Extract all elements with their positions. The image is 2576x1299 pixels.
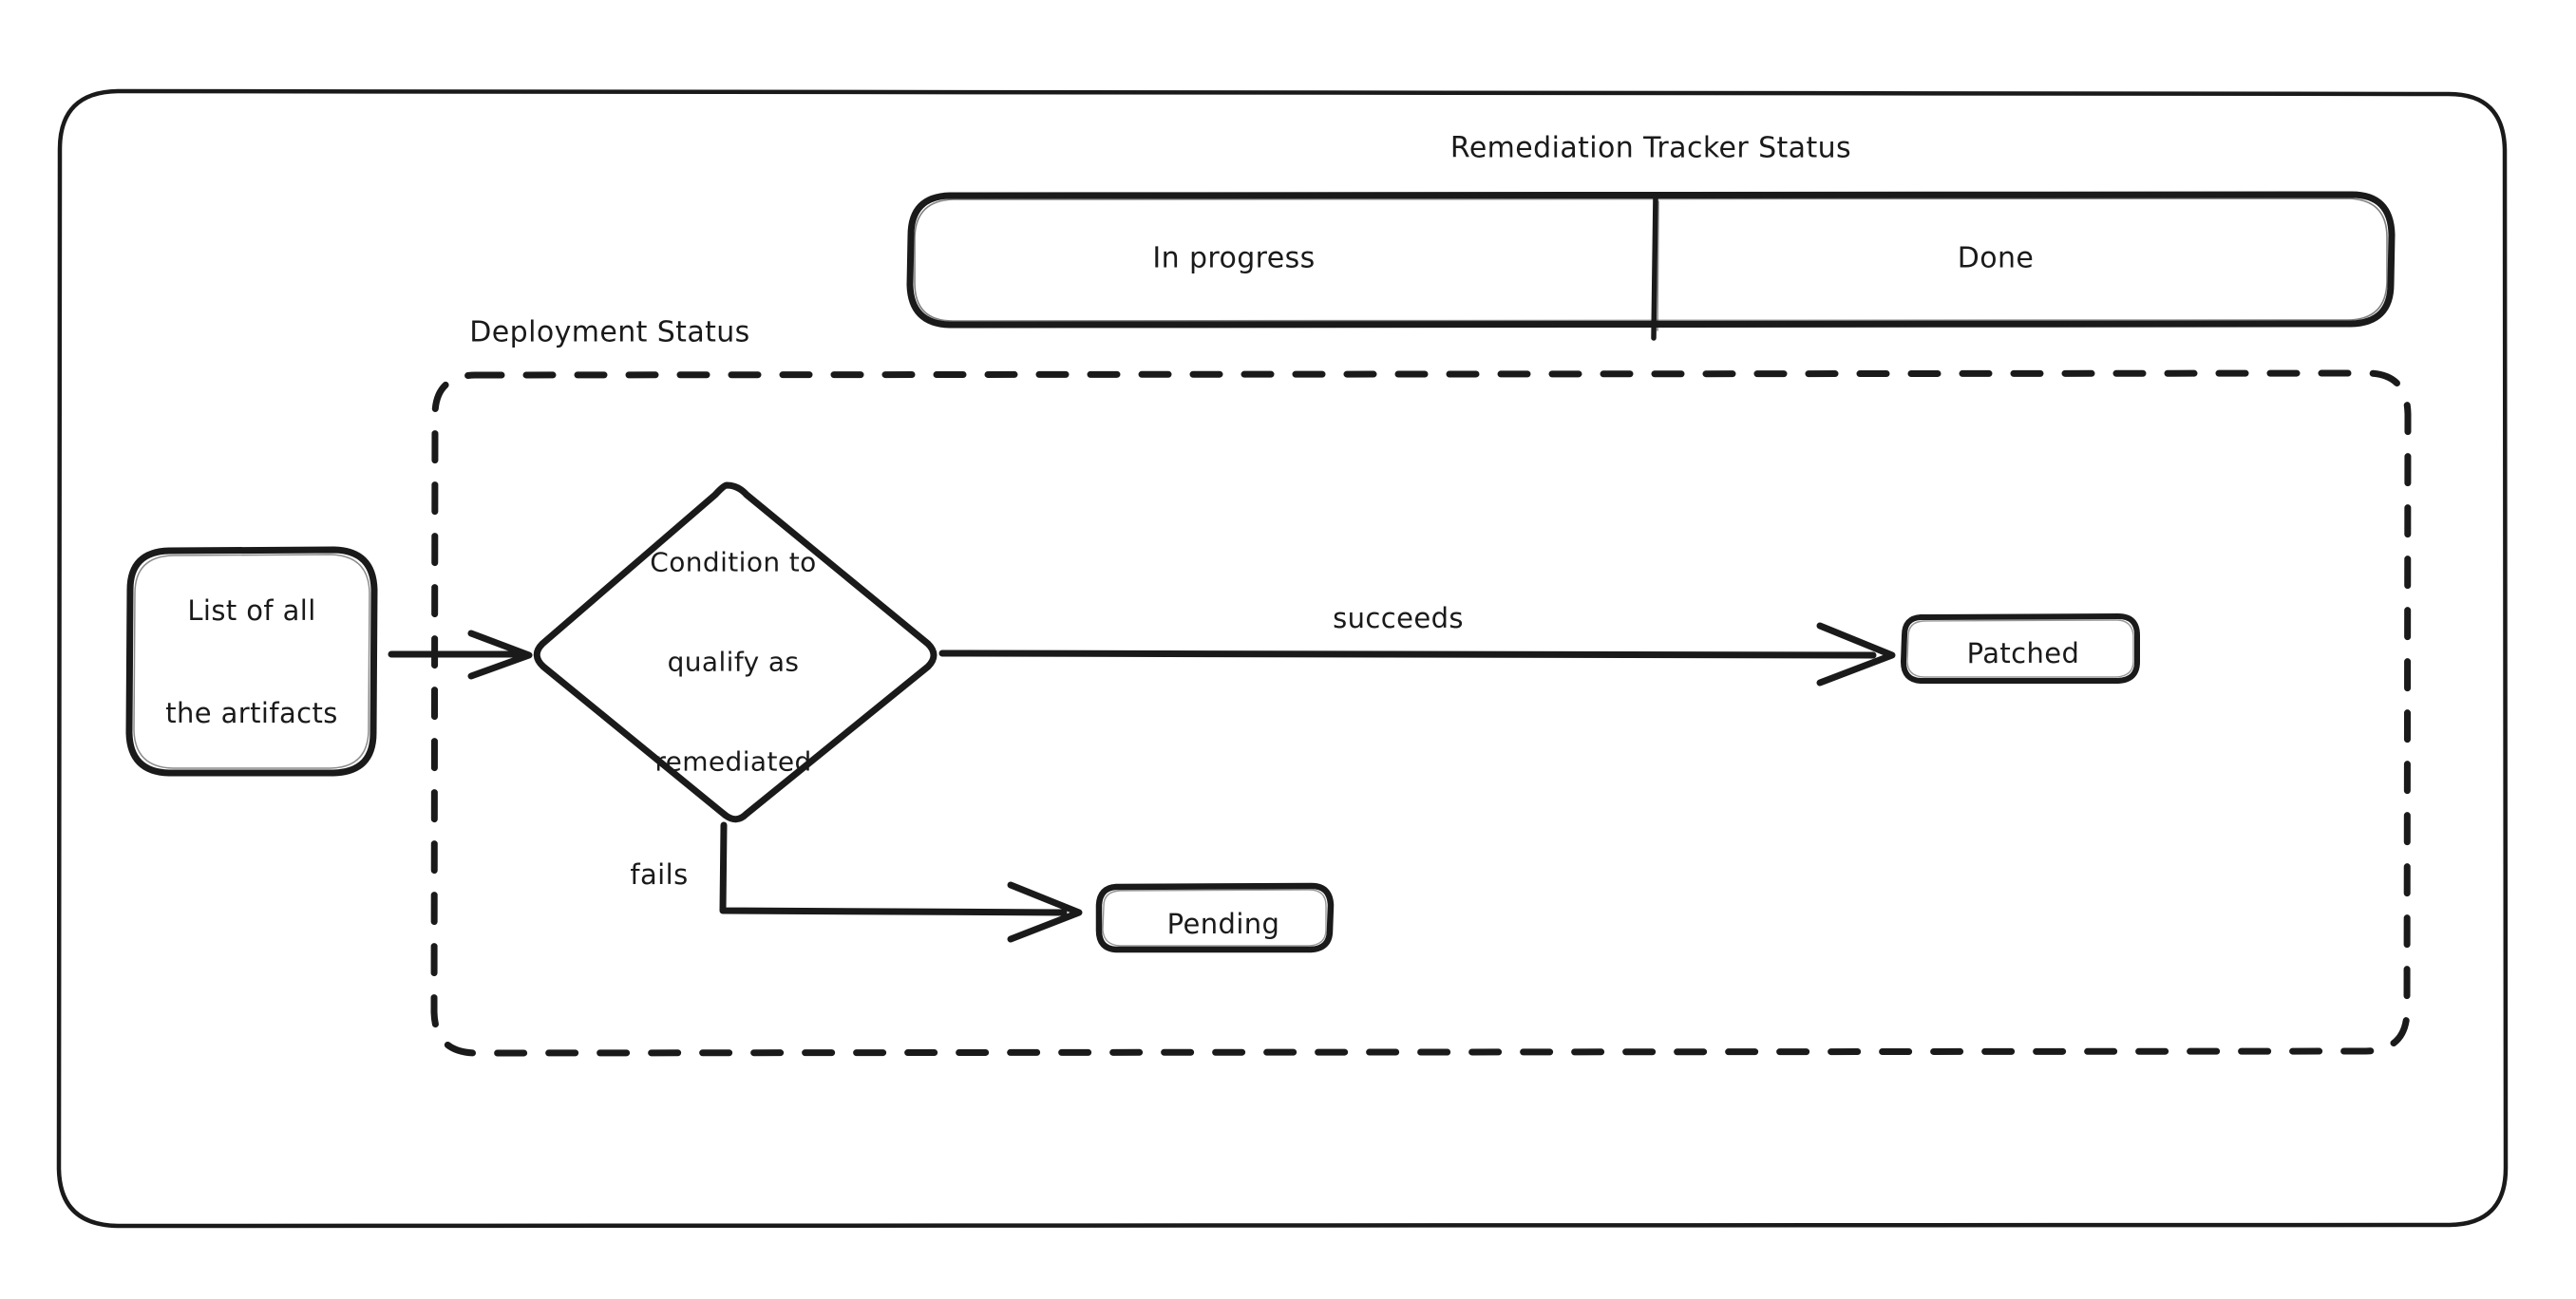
node-condition-label-line1: Condition to <box>650 546 817 578</box>
edge-label-fails: fails <box>630 857 689 891</box>
node-condition-label[interactable]: Condition to qualify as remediated <box>610 480 857 845</box>
swimlane-title: Remediation Tracker Status <box>1449 131 1852 165</box>
edge-label-succeeds: succeeds <box>1333 601 1464 634</box>
node-artifacts-label-line2: the artifacts <box>165 697 338 730</box>
swimlane-container <box>906 191 2396 329</box>
node-condition-shape <box>533 481 938 823</box>
node-patched-shape <box>1901 613 2140 684</box>
edge-artifacts-to-condition <box>388 630 533 680</box>
node-condition-label-line3: remediated <box>654 745 812 778</box>
node-artifacts-label[interactable]: List of all the artifacts <box>138 524 366 800</box>
node-artifacts-label-line1: List of all <box>187 593 316 627</box>
outer-frame <box>56 88 2509 1229</box>
swimlane-lane-in-progress[interactable]: In progress <box>1152 241 1316 275</box>
swimlane-divider <box>1651 193 1659 341</box>
edge-condition-to-pending <box>719 821 1083 943</box>
deployment-status-group-title: Deployment Status <box>469 315 750 349</box>
node-patched-label[interactable]: Patched <box>1966 636 2080 669</box>
swimlane-lane-done[interactable]: Done <box>1957 241 2035 275</box>
deployment-status-group-border <box>430 369 2412 1057</box>
node-pending-shape <box>1095 882 1335 953</box>
node-condition-label-line2: qualify as <box>667 646 800 678</box>
node-artifacts-shape <box>125 546 378 777</box>
edge-condition-to-patched <box>938 622 1896 687</box>
node-pending-label[interactable]: Pending <box>1166 907 1280 940</box>
